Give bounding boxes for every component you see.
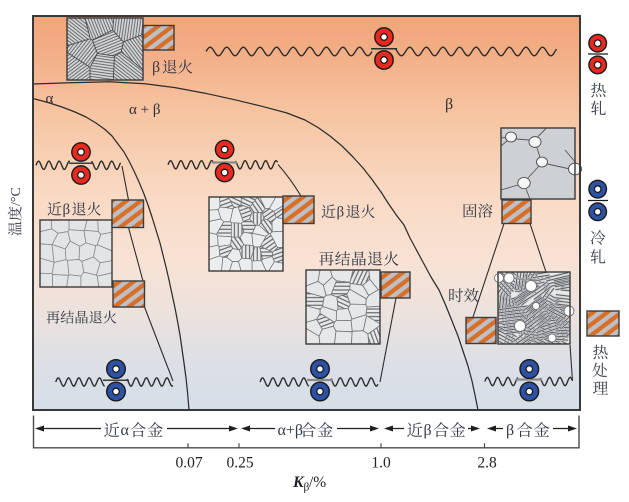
svg-text:α: α [121,422,130,439]
svg-text:0.07: 0.07 [175,455,202,472]
svg-text:β: β [445,96,453,113]
svg-text:1.0: 1.0 [371,455,391,472]
svg-text:/%: /% [309,474,326,491]
svg-text:α: α [46,91,54,107]
svg-text:β: β [424,422,432,439]
svg-text:K: K [292,474,305,491]
svg-text:β: β [304,482,310,494]
svg-text:β: β [506,422,514,439]
svg-text:α + β: α + β [129,102,160,118]
svg-text:0.25: 0.25 [226,455,253,472]
svg-text:/°C: /°C [9,187,24,206]
svg-text:β: β [63,202,71,218]
svg-text:β: β [337,205,345,221]
svg-text:α+β: α+β [278,422,304,439]
svg-text:β: β [152,59,160,76]
svg-text:2.8: 2.8 [477,455,497,472]
